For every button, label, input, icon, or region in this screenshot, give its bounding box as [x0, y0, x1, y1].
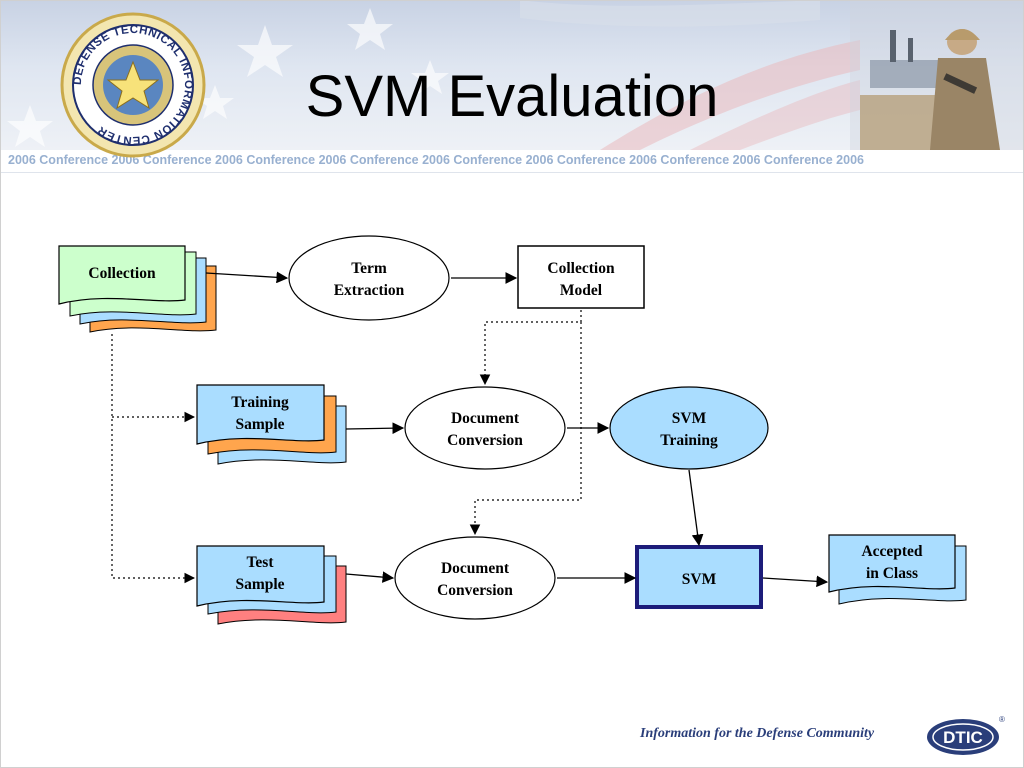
arrow-svmtraining-to-svm: [688, 469, 704, 547]
svm-evaluation-diagram: Collection Term Extraction Collection Mo…: [58, 235, 967, 625]
collection-document-stack: Collection: [58, 245, 217, 333]
dotted-collection-vertical: [111, 334, 196, 584]
collection-label: Collection: [88, 265, 156, 282]
doc-conversion-train-line2: Conversion: [447, 432, 523, 449]
training-sample-stack: Training Sample: [196, 384, 347, 465]
dtic-seal-icon: DEFENSE TECHNICAL INFORMATION CENTER: [60, 12, 206, 158]
accepted-in-class-line2: in Class: [866, 565, 918, 582]
dotted-model-to-docconv-train: [479, 310, 582, 386]
training-sample-line2: Sample: [235, 416, 284, 433]
collection-model-line1: Collection: [547, 260, 615, 277]
test-sample-stack: Test Sample: [196, 545, 347, 625]
conference-strip: 2006 Conference 2006 Conference 2006 Con…: [0, 150, 1024, 173]
accepted-in-class-stack: Accepted in Class: [828, 534, 967, 605]
footer-tagline: Information for the Defense Community: [640, 726, 875, 741]
svm-training-node: SVM Training: [609, 386, 769, 470]
svm-training-line1: SVM: [672, 410, 707, 427]
dtic-logo-icon: DTIC ®: [927, 715, 1005, 755]
registered-mark: ®: [999, 715, 1005, 724]
arrow-test-to-docconv: [345, 571, 395, 583]
collection-model-node: Collection Model: [517, 245, 645, 309]
term-extraction-node: Term Extraction: [288, 235, 450, 321]
dotted-model-to-docconv-test: [469, 322, 582, 536]
document-conversion-train-node: Document Conversion: [404, 386, 566, 470]
flag-background-icon: [7, 0, 860, 150]
collection-doc-front: [58, 245, 186, 305]
solid-connectors: [205, 271, 829, 588]
doc-conversion-test-line1: Document: [441, 560, 510, 577]
conference-strip-text: 2006 Conference 2006 Conference 2006 Con…: [8, 153, 864, 167]
test-sample-line2: Sample: [235, 576, 284, 593]
term-extraction-line1: Term: [351, 260, 387, 277]
svm-label: SVM: [682, 571, 717, 588]
doc-conversion-train-line1: Document: [451, 410, 520, 427]
dtic-logo-text: DTIC: [943, 728, 983, 747]
svm-node: SVM: [635, 545, 763, 609]
accepted-in-class-line1: Accepted: [861, 543, 922, 560]
test-sample-line1: Test: [247, 554, 275, 571]
arrow-collection-to-term: [205, 271, 289, 284]
page-title: SVM Evaluation: [0, 62, 1024, 132]
arrow-svm-to-accepted: [762, 575, 829, 588]
svm-training-line2: Training: [660, 432, 718, 449]
arrow-training-to-docconv: [345, 422, 405, 435]
doc-conversion-test-line2: Conversion: [437, 582, 513, 599]
training-sample-line1: Training: [231, 394, 289, 411]
soldier-photo-icon: [850, 0, 1024, 150]
document-conversion-test-node: Document Conversion: [394, 536, 556, 620]
term-extraction-line2: Extraction: [334, 282, 405, 299]
collection-model-line2: Model: [560, 282, 603, 299]
page-title-text: SVM Evaluation: [305, 64, 719, 129]
dotted-connectors: [111, 310, 582, 584]
